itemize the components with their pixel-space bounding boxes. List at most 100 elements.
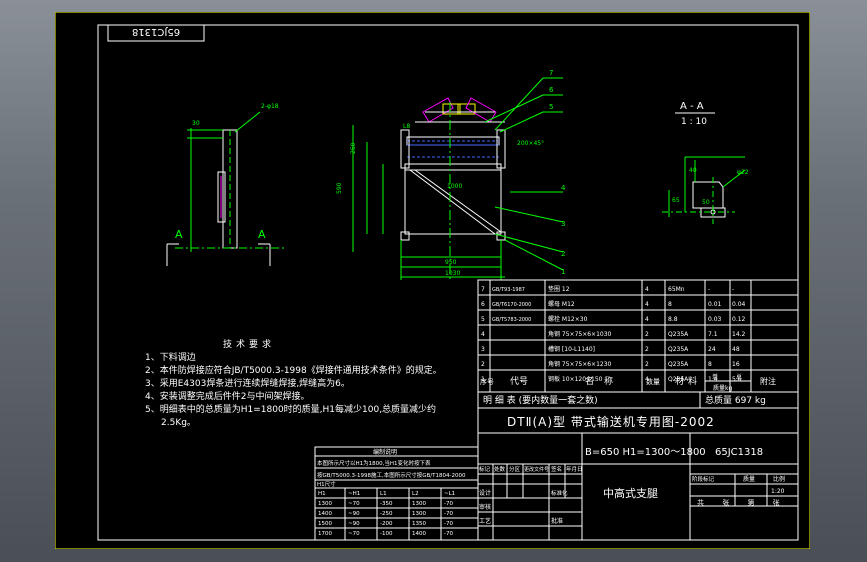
dim-front-0: 250 — [350, 142, 357, 154]
h1-cell: 1300 — [412, 511, 426, 517]
h1-cell: -200 — [380, 521, 393, 527]
parts-cell-no: 6 — [481, 301, 485, 308]
dim-side-0: φ22 — [737, 169, 749, 176]
tech-req-item-5: 5、明细表中的总质量为H1=1800时的质量,H1每减少100,总质量减少约 — [145, 403, 436, 415]
tb-sign: 签名 — [551, 465, 562, 473]
h1-cell: 1400 — [318, 511, 332, 517]
h1-cell: -250 — [380, 511, 393, 517]
tb-count: 处数 — [494, 465, 506, 473]
tb-design: 设计 — [479, 489, 491, 497]
h1-cell: -70 — [444, 521, 453, 527]
parts-cell-total: - — [732, 286, 734, 293]
hdr-total: 总 — [736, 373, 742, 381]
dim-left-hole: 2-φ18 — [261, 103, 279, 110]
parts-cell-qty: 4 — [645, 301, 649, 308]
parts-cell-unit: 0.01 — [708, 301, 722, 308]
leader-4: 4 — [561, 184, 566, 192]
parts-cell-total: 5.6 — [732, 376, 742, 383]
parts-cell-qty: 4 — [645, 316, 649, 323]
h1-cell: ~70 — [348, 501, 360, 507]
parts-cell-qty: 2 — [645, 331, 649, 338]
title-block-grid — [477, 407, 799, 541]
parts-cell-unit: 1.4 — [708, 376, 718, 383]
parts-cell-no: 2 — [481, 361, 485, 368]
tech-req-item-3: 3、采用E4303焊条进行连续焊缝焊接,焊缝高为6。 — [145, 377, 350, 389]
h1-cell: 1500 — [318, 521, 332, 527]
parts-cell-mat: 8.8 — [668, 316, 678, 323]
tech-req-title: 技术要求 — [223, 338, 275, 350]
leader-7: 7 — [549, 69, 553, 77]
parts-cell-total: 14.2 — [732, 331, 746, 338]
parts-cell-mat: 8 — [668, 301, 672, 308]
dim-front-2: 1000 — [447, 183, 462, 190]
parts-cell-unit: 7.1 — [708, 331, 718, 338]
h1-cell: 1300 — [318, 501, 332, 507]
front-view — [352, 97, 506, 282]
parts-cell-mat: Q235A — [668, 376, 689, 383]
h1-table-note2: 按GB/T5000.3-1998施工,本图所示尺寸按GB/T1804-2000 — [317, 471, 466, 479]
parts-cell-unit: - — [708, 286, 710, 293]
tb-scale-label: 比例 — [773, 475, 785, 483]
parts-cell-name: 垫圈 12 — [548, 285, 570, 293]
dim-side-3: 50 — [702, 199, 710, 206]
h1-table-grid — [314, 446, 479, 541]
h1-table-title: 编制说明 — [373, 448, 397, 456]
h1-cell: 1300 — [412, 501, 426, 507]
h1-cell: ~70 — [348, 531, 360, 537]
tb-process: 工艺 — [479, 517, 491, 525]
parts-grid — [477, 279, 799, 409]
tech-req-item-1: 1、下料调边 — [145, 351, 196, 363]
parts-cell-mat: Q235A — [668, 331, 689, 338]
leader-2: 2 — [561, 250, 565, 258]
dim-front-3: 950 — [445, 259, 457, 266]
parts-cell-code: GB/T6170-2000 — [492, 302, 531, 308]
section-mark-left: A — [175, 228, 183, 241]
leader-5: 5 — [549, 103, 553, 111]
h1-cell: -70 — [444, 501, 453, 507]
leader-lines — [484, 77, 564, 271]
section-view — [662, 156, 746, 224]
drawing-number: 65JC1318 — [715, 447, 763, 458]
tech-req-item-2: 2、本件防焊接应符合JB/T5000.3-1998《焊接件通用技术条件》的规定。 — [145, 364, 442, 376]
parts-cell-code: GB/T5783-2000 — [492, 317, 531, 323]
parts-cell-mat: Q235A — [668, 361, 689, 368]
dim-front-4: 1030 — [445, 270, 460, 277]
left-view — [166, 111, 285, 266]
leader-6: 6 — [549, 86, 554, 94]
parts-cell-name: 螺栓 M12×30 — [548, 315, 588, 323]
hdr-unit: 单 — [712, 373, 718, 381]
h1-cell: L1 — [380, 491, 387, 497]
parts-cell-name: 钢板 10×120×150 — [548, 375, 603, 383]
h1-cell: H1 — [318, 491, 326, 497]
tb-mark: 标记 — [479, 465, 491, 473]
parts-cell-total: 0.12 — [732, 316, 746, 323]
part-name: 中高式支腿 — [603, 486, 658, 500]
cad-viewport[interactable]: 65JC1318 A A 2-φ18 30 — [55, 12, 810, 549]
tb-scale-value: 1:20 — [771, 488, 785, 495]
hdr-code: 代号 — [510, 376, 528, 387]
parts-cell-qty: 4 — [645, 376, 649, 383]
tb-date: 年月日 — [566, 465, 583, 473]
dim-front-5: L8 — [403, 123, 410, 130]
tb-approve: 批准 — [551, 517, 563, 525]
hdr-seq: 序号 — [480, 377, 494, 386]
parts-cell-total: 16 — [732, 361, 740, 368]
section-scale: 1 : 10 — [681, 117, 707, 127]
tb-stage: 阶段标记 — [692, 475, 715, 483]
h1-cell: -100 — [380, 531, 393, 537]
h1-cell: 1400 — [412, 531, 426, 537]
parts-cell-total: 0.04 — [732, 301, 746, 308]
dim-side-2: 65 — [672, 197, 680, 204]
section-mark-right: A — [258, 228, 266, 241]
h1-cell: ~L1 — [444, 491, 455, 497]
bom-total-mass: 总质量 697 kg — [705, 394, 766, 406]
h1-cell: -70 — [444, 511, 453, 517]
parts-cell-unit: 8 — [708, 361, 712, 368]
parts-cell-name: 角钢 75×75×6×1030 — [548, 330, 612, 338]
h1-cell: ~90 — [348, 511, 360, 517]
h1-table-note1: 本图所示尺寸以H1为1800,当H1变化时按下表 — [317, 459, 431, 467]
hdr-qty: 数量 — [646, 377, 660, 386]
parts-cell-name: 螺母 M12 — [548, 300, 575, 308]
drawing-canvas[interactable]: 65JC1318 A A 2-φ18 30 — [55, 12, 810, 549]
